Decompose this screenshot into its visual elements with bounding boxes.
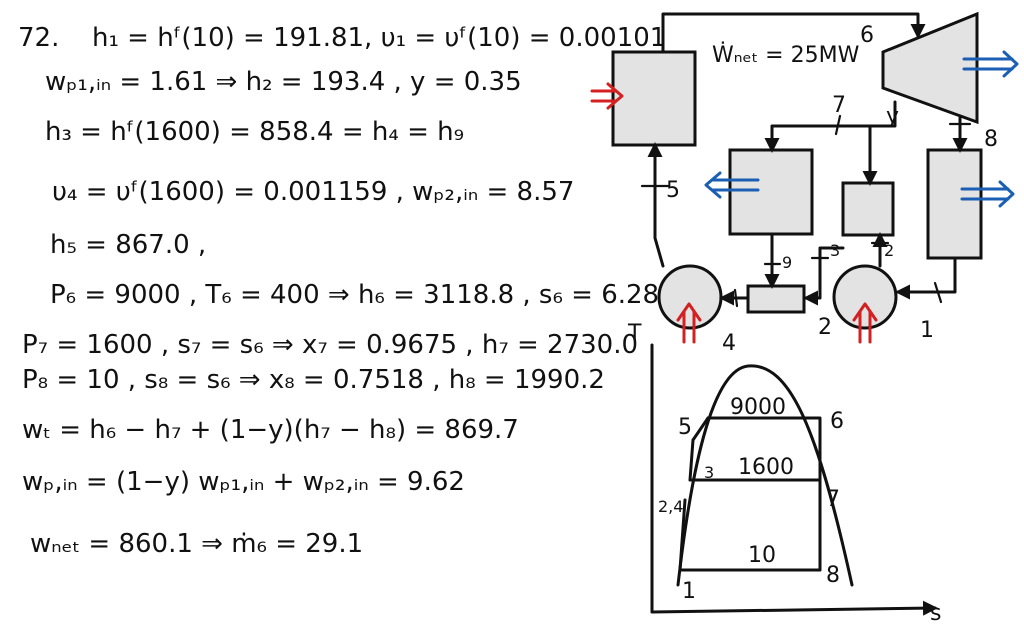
equation-line-3: h₃ = hᶠ(1600) = 858.4 = h₄ = h₉ [45,117,464,147]
state-label-7: 7 [832,93,846,118]
condenser [926,148,983,260]
equation-line-1: h₁ = hᶠ(10) = 191.81, υ₁ = υᶠ(10) = 0.00… [92,23,666,53]
ts-label-9000: 9000 [730,395,786,420]
s-axis-label: s [930,601,941,626]
turbine [881,11,979,125]
heat-out-arrow-condenser [960,180,1015,208]
pipe-condenser-to-pump [895,256,957,300]
heat-out-arrow-turbine [962,50,1019,78]
ts-point-3: 3 [704,463,714,482]
ts-point-7: 7 [826,487,840,512]
state-label-2: 2 [884,241,894,260]
heating-line-5-to-sat [691,416,710,442]
state-tick-4 [733,288,739,308]
ts-label-1600: 1600 [738,455,794,480]
pump-high-pressure [657,264,723,330]
ts-point-6: 6 [830,409,844,434]
ts-point-8: 8 [826,563,840,588]
pipe-pump-to-boiler [647,142,665,268]
ts-point-5: 5 [678,415,692,440]
equation-line-10: wₚ,ᵢₙ = (1−y) wₚ₁,ᵢₙ + wₚ₂,ᵢₙ = 9.62 [22,467,465,497]
boiler [611,50,697,147]
pipe-boiler-to-turbine [661,12,926,54]
heat-line-3-to-5 [688,438,695,482]
state-tick-1 [933,281,943,304]
heat-in-arrow-pump-low [852,302,878,344]
state-label-4: 4 [722,331,736,356]
state-label-5: 5 [666,178,680,203]
equation-line-7: P₇ = 1600 , s₇ = s₆ ⇒ x₇ = 0.9675 , h₇ =… [22,330,638,360]
t-axis-label: T [627,321,642,346]
equation-line-9: wₜ = h₆ − h₇ + (1−y)(h₇ − h₈) = 869.7 [22,415,519,445]
ts-diagram: T s 9000 1600 10 5 6 3 2,4 7 1 8 [627,321,941,626]
problem-number: 72. [18,23,59,53]
mixing-chamber [841,181,895,237]
equation-list: 72. h₁ = hᶠ(10) = 191.81, υ₁ = υᶠ(10) = … [18,23,692,559]
state-label-6: 6 [860,23,874,48]
heat-out-arrow-heater [704,171,760,199]
state-label-8: 8 [984,127,998,152]
pump-low-pressure [832,264,898,330]
pipe-mixer-to-trap [803,246,845,306]
isobar-high-9000 [706,416,822,572]
state-tick-7 [834,114,842,136]
pipe-turbine-extraction-7 [764,100,897,153]
heat-in-arrow-boiler [590,82,624,110]
state-label-y: y [886,104,899,129]
state-label-2-pump: 2 [818,315,832,340]
net-work-label: Ẇₙₑₜ = 25MW [712,42,860,68]
equation-line-8: P₈ = 10 , s₈ = s₆ ⇒ x₈ = 0.7518 , h₈ = 1… [22,365,605,395]
equation-line-2: wₚ₁,ᵢₙ = 1.61 ⇒ h₂ = 193.4 , y = 0.35 [45,67,522,97]
closed-feedwater-heater [728,148,814,236]
state-label-1: 1 [920,318,934,343]
ts-point-24: 2,4 [658,497,683,516]
trap-box [746,284,806,314]
equation-line-11: wₙₑₜ = 860.1 ⇒ ṁ₆ = 29.1 [30,529,363,559]
heat-in-arrow-pump-high [676,302,702,344]
equation-line-6: P₆ = 9000 , T₆ = 400 ⇒ h₆ = 3118.8 , s₆ … [50,280,692,310]
cycle-schematic: Ẇₙₑₜ = 25MW 6 7 y 8 5 9 3 2 4 2 1 [590,11,1019,356]
ts-label-10: 10 [748,543,776,568]
state-label-9: 9 [782,253,792,272]
equation-line-5: h₅ = 867.0 , [50,230,206,260]
s-axis [650,600,938,616]
ts-point-1: 1 [682,579,696,604]
equation-line-4: υ₄ = υᶠ(1600) = 0.001159 , wₚ₂,ᵢₙ = 8.57 [52,177,574,207]
state-label-3: 3 [830,241,840,260]
saturation-dome [676,364,854,587]
pump-line-1-to-2 [678,498,687,572]
